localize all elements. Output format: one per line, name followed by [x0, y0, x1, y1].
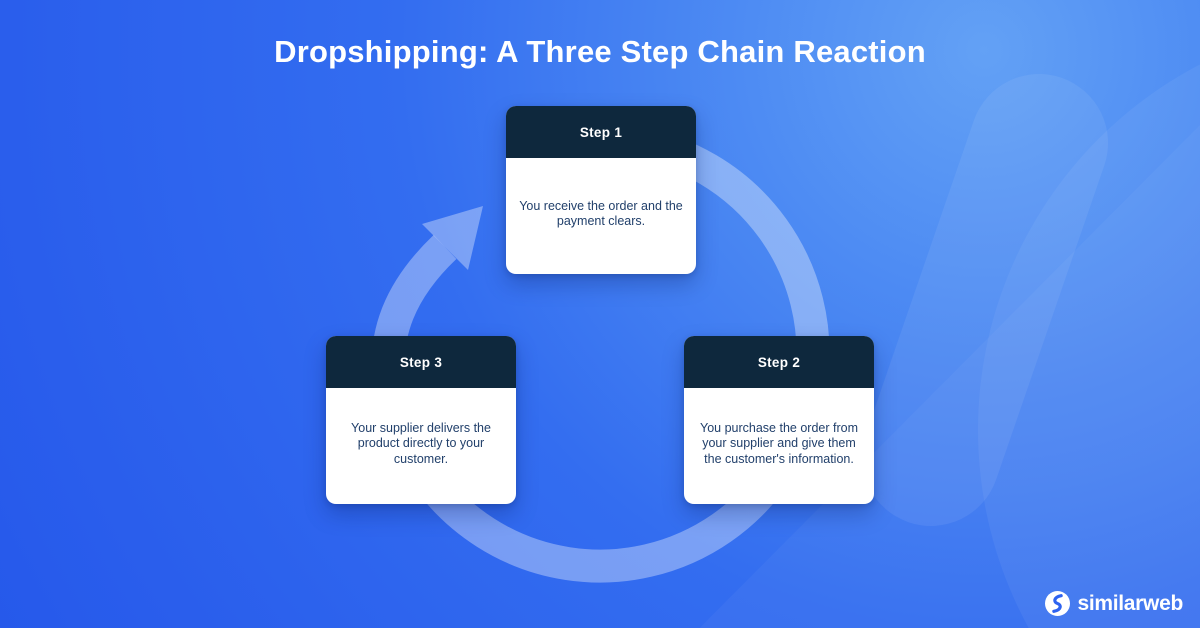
step-card-1: Step 1 You receive the order and the pay…	[506, 106, 696, 274]
step-card-1-description: You receive the order and the payment cl…	[519, 198, 683, 229]
step-card-1-header: Step 1	[506, 106, 696, 158]
step-card-3: Step 3 Your supplier delivers the produc…	[326, 336, 516, 504]
arrowhead-icon	[422, 206, 483, 270]
step-card-3-header: Step 3	[326, 336, 516, 388]
similarweb-swirl-icon	[1045, 591, 1071, 616]
step-card-2-header: Step 2	[684, 336, 874, 388]
similarweb-wordmark: similarweb	[1077, 591, 1183, 615]
similarweb-logo: similarweb	[1045, 591, 1183, 616]
step-card-3-description: Your supplier delivers the product direc…	[351, 420, 491, 466]
page-title: Dropshipping: A Three Step Chain Reactio…	[274, 34, 926, 69]
step-card-2: Step 2 You purchase the order from your …	[684, 336, 874, 504]
step-card-2-description: You purchase the order from your supplie…	[700, 420, 858, 466]
